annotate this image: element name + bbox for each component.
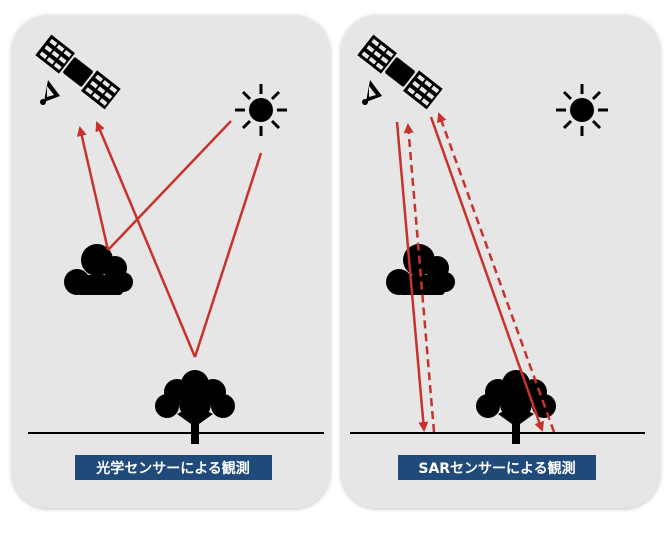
sar-panel: SARセンサーによる観測	[341, 15, 660, 508]
radar-pulse-ray	[395, 121, 429, 432]
cloud-reflection-ray	[76, 126, 110, 251]
sunlight-ray-to-cloud	[107, 120, 232, 251]
sunlight-ray-to-tree	[193, 152, 263, 358]
caption-box	[75, 455, 272, 480]
radar-echo-ray	[437, 112, 556, 433]
caption-sar: SARセンサーによる観測	[418, 460, 575, 477]
radar-pulse-ray	[429, 116, 545, 432]
tree-reflection-ray	[95, 121, 197, 358]
caption-optical: 光学センサーによる観測	[95, 460, 250, 477]
panel-background	[341, 15, 660, 508]
optical-panel: 光学センサーによる観測	[12, 15, 330, 508]
caption-box	[398, 455, 596, 480]
panel-background	[12, 15, 330, 508]
